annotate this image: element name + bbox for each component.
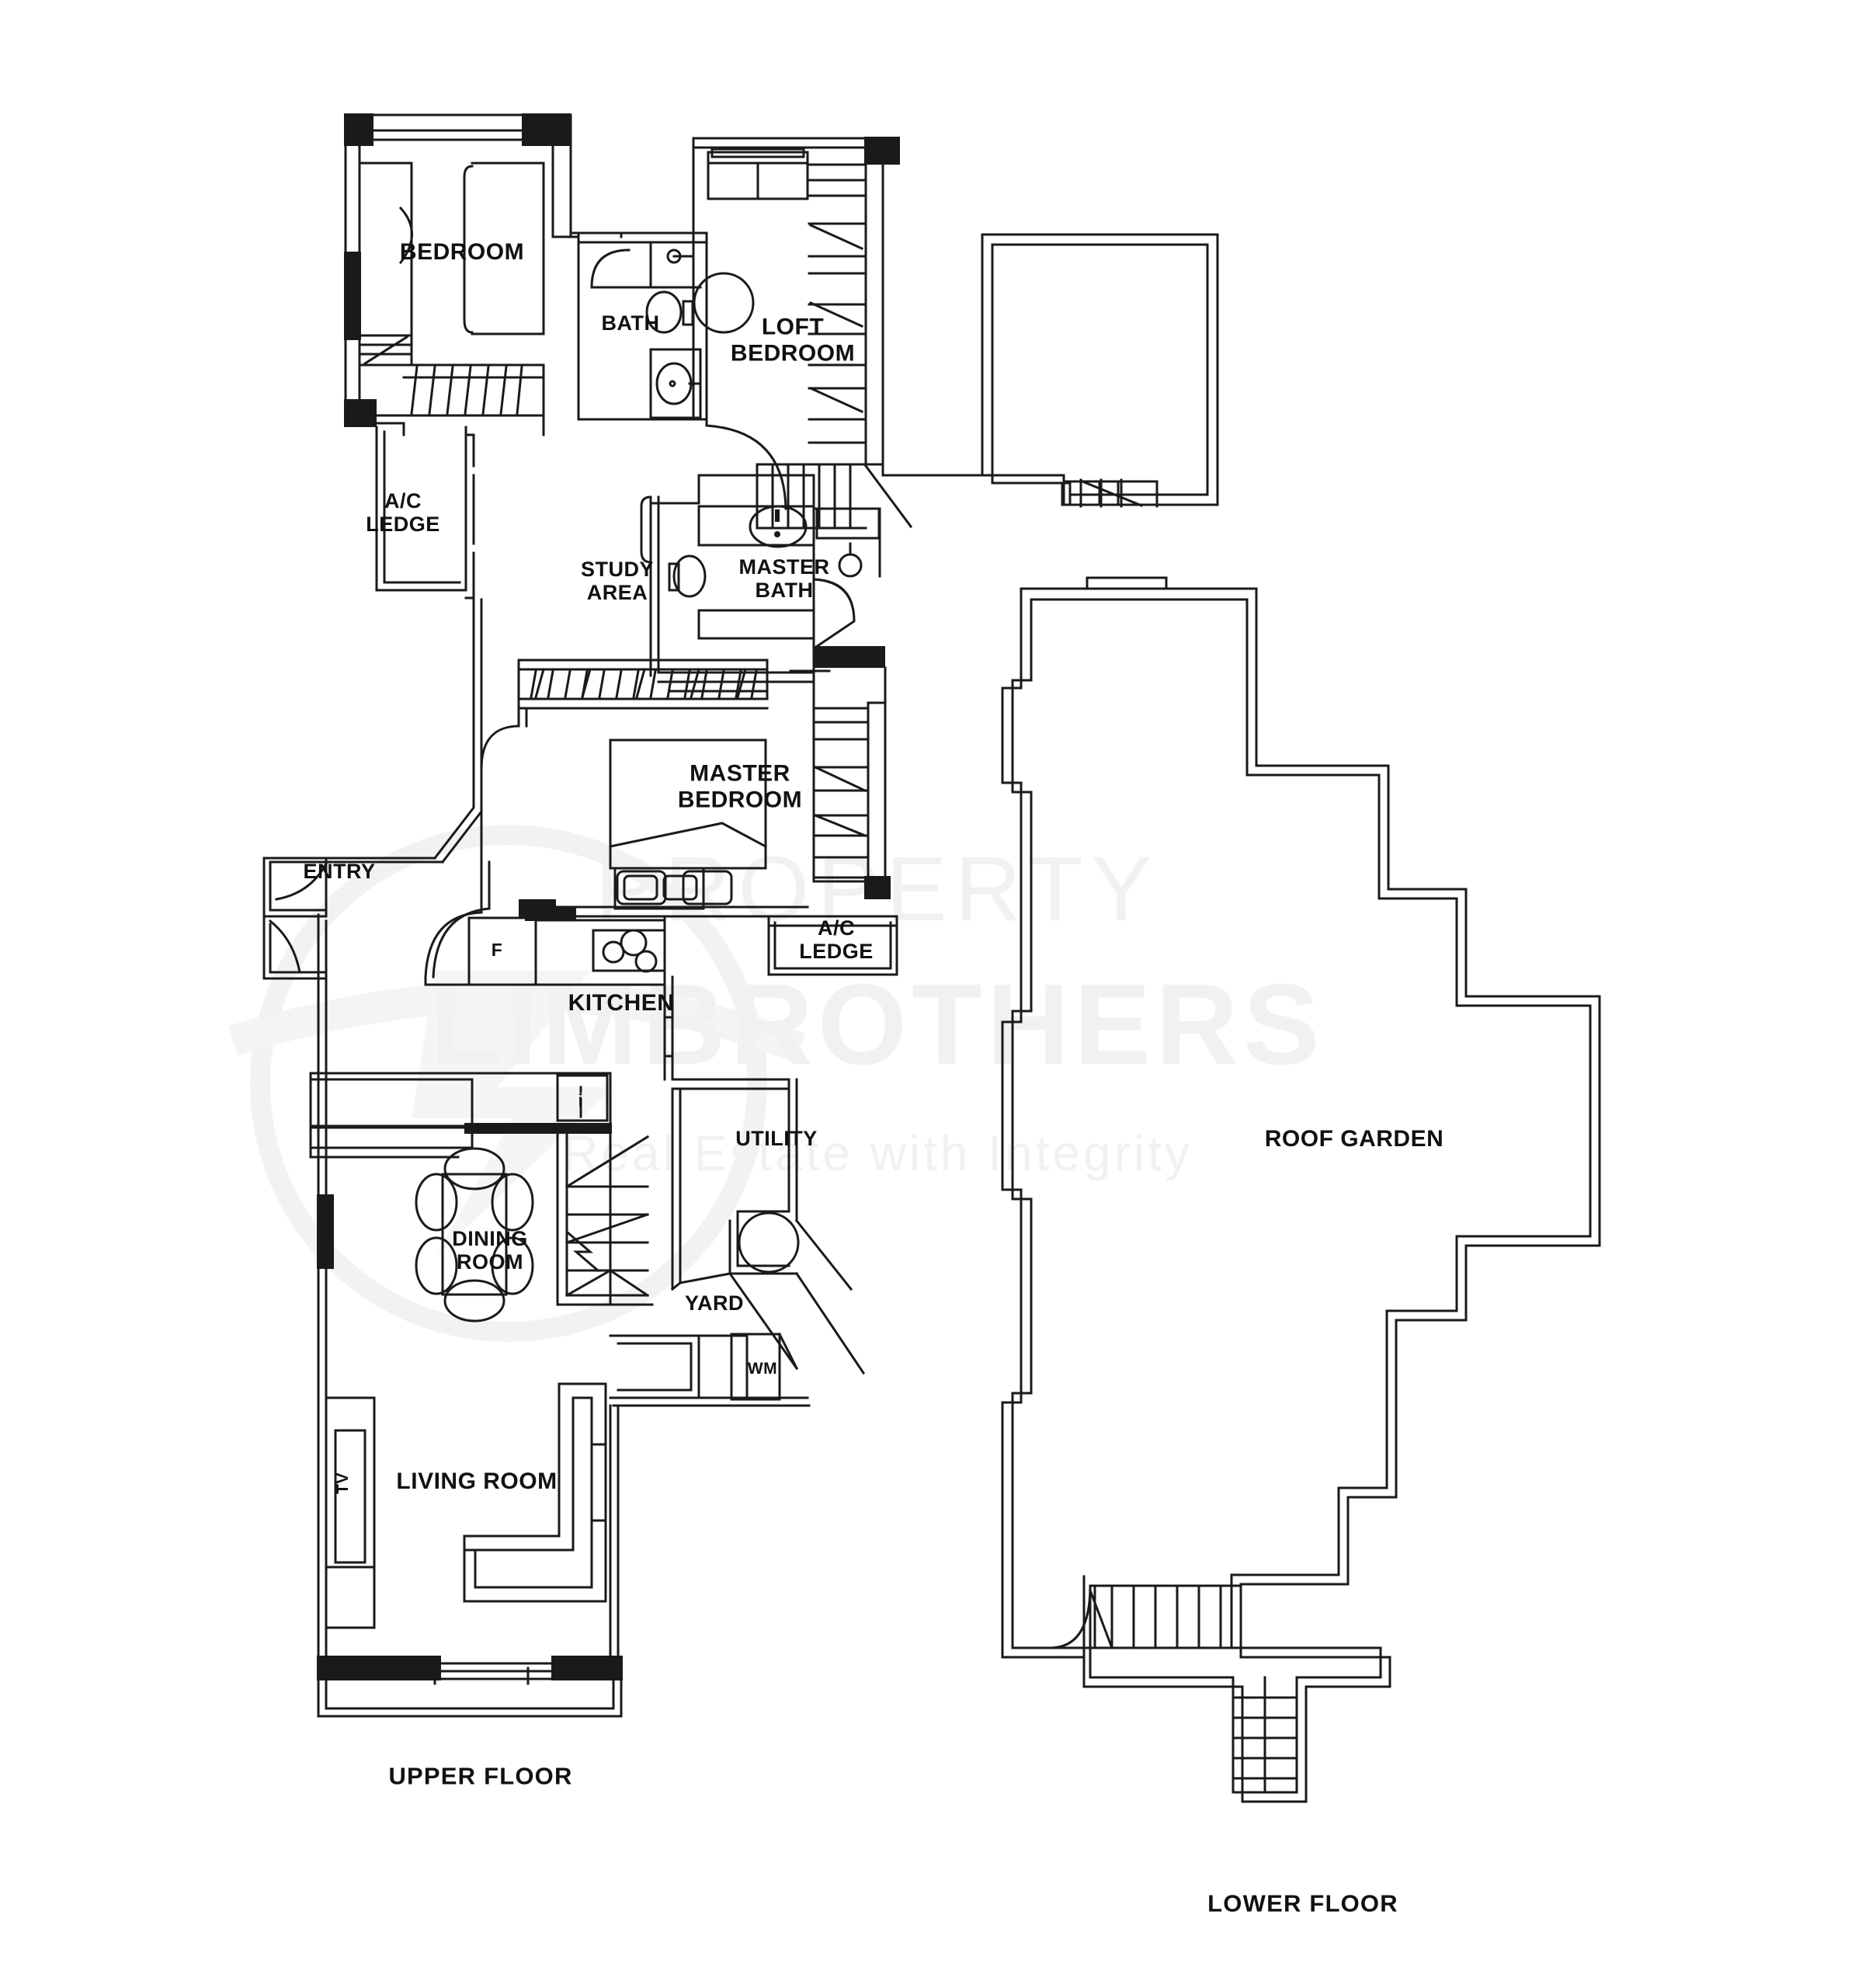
floorplan-linework: [262, 113, 1601, 1803]
floorplan-canvas: PROPERTY LIMBROTHERS Real Estate with In…: [228, 113, 1601, 1917]
